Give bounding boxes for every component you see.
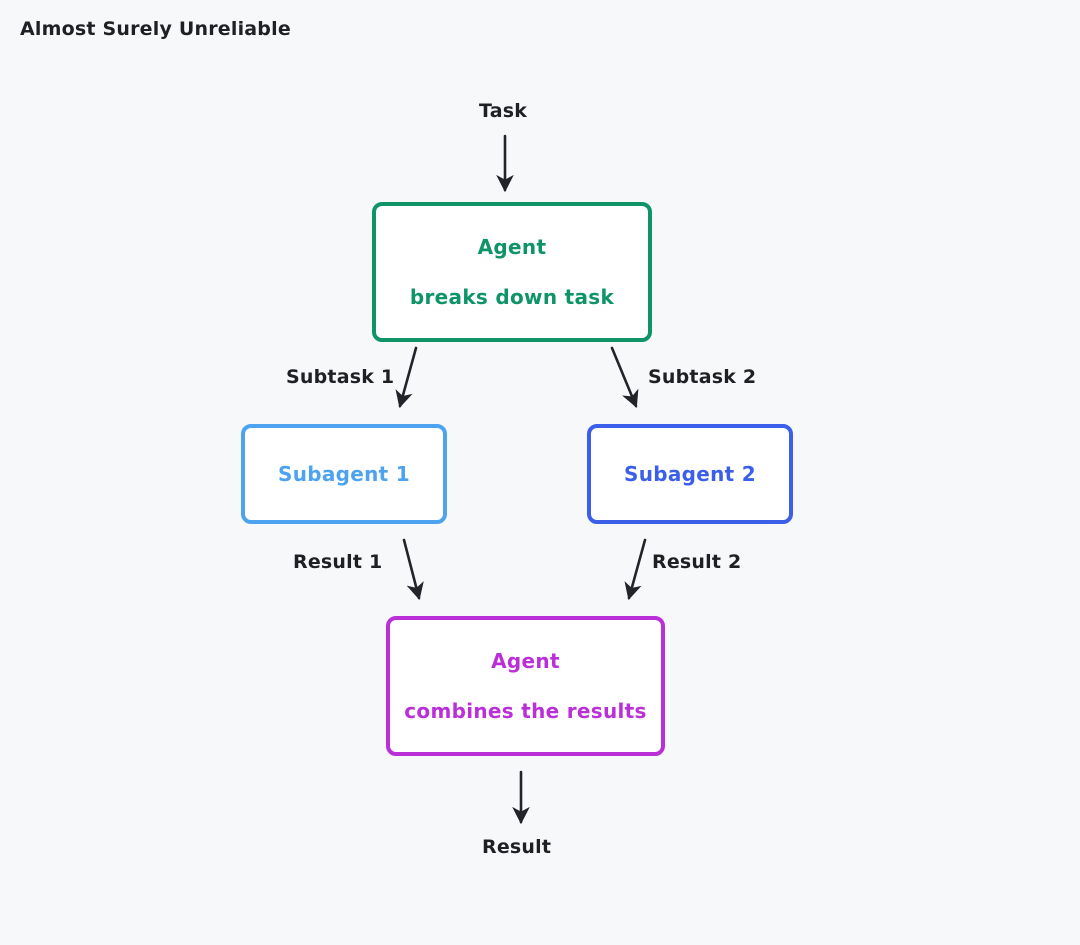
node-agent-combines-results[interactable]: Agent combines the results <box>386 616 665 756</box>
edge-label-result-2: Result 2 <box>652 551 742 573</box>
edge-result-1 <box>402 538 424 601</box>
node-agent-combine-title: Agent <box>491 649 560 673</box>
edge-label-result-1: Result 1 <box>293 551 383 573</box>
edge-subtask-2 <box>610 346 639 408</box>
page-title: Almost Surely Unreliable <box>20 18 291 40</box>
edge-subtask-1 <box>395 346 418 409</box>
node-subagent-1-title: Subagent 1 <box>277 462 410 486</box>
edge-label-subtask-1: Subtask 1 <box>286 366 395 388</box>
node-subagent-2-title: Subagent 2 <box>623 462 756 486</box>
node-agent-split-title: Agent <box>477 235 547 259</box>
node-agent-combine-subtitle: combines the results <box>404 699 647 723</box>
node-agent-breaks-down-task[interactable]: Agent breaks down task <box>372 202 652 342</box>
node-subagent-1[interactable]: Subagent 1 <box>241 424 447 524</box>
edge-label-result: Result <box>482 836 552 858</box>
edge-label-task: Task <box>479 100 528 122</box>
edge-label-subtask-2: Subtask 2 <box>648 366 757 388</box>
node-subagent-2[interactable]: Subagent 2 <box>587 424 793 524</box>
edge-result-2 <box>624 538 647 601</box>
node-agent-split-subtitle: breaks down task <box>409 285 615 309</box>
